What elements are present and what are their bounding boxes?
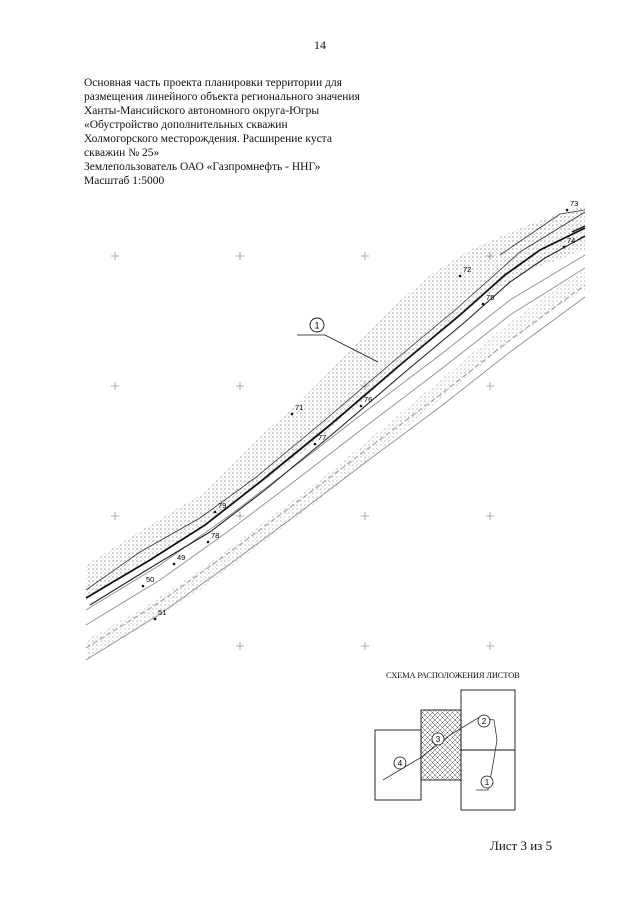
pipeline-line [85,227,586,599]
point-marker [359,404,363,408]
point-label: 79 [218,501,226,510]
point-marker [458,274,462,278]
point-label: 73 [570,199,578,208]
point-label: 71 [295,403,303,412]
heading-line: скважин № 25» [84,147,160,159]
document-heading: Основная часть проекта планировки террит… [84,76,384,188]
terrain-area-upper [86,205,585,600]
callout-label: 1 [314,321,319,331]
road-lines [85,254,586,661]
terrain-area-lower [86,270,585,660]
pipeline-line-second [89,235,586,606]
heading-line: Землепользователь ОАО «Газпромнефть - НН… [84,161,321,173]
boundary-leader [499,209,586,256]
heading-line: размещения линейного объекта регионально… [84,91,360,103]
point-marker [172,562,176,566]
point-marker [481,302,485,306]
heading-line: Основная часть проекта планировки террит… [84,77,342,89]
point-marker [213,510,217,514]
heading-line: Холмогорского месторождения. Расширение … [84,133,332,145]
boundary-line [85,211,586,591]
point-label: 51 [158,608,166,617]
point-label: 49 [177,553,185,562]
point-marker [153,617,157,621]
point-marker [206,540,210,544]
point-markers: 73 74 72 75 71 76 77 79 78 49 50 51 [141,199,578,621]
point-label: 50 [146,575,154,584]
point-marker [562,245,566,249]
scheme-title: СХЕМА РАСПОЛОЖЕНИЯ ЛИСТОВ [386,670,520,680]
point-label: 74 [567,236,575,245]
point-label: 77 [318,433,326,442]
page-number: 14 [314,38,326,52]
scheme-sheet-1 [460,749,516,811]
right-edge [571,225,586,241]
scheme-sheet-3 [420,709,462,781]
point-marker [565,208,569,212]
scheme-label: 4 [398,759,403,768]
point-marker [290,412,294,416]
heading-line: «Обустройство дополнительных скважин [84,119,288,131]
point-marker [313,442,317,446]
point-label: 75 [486,293,494,302]
heading-line: Масштаб 1:5000 [84,175,165,187]
point-marker [141,584,145,588]
callout-marker: 1 [297,317,379,363]
scheme-label: 1 [485,778,490,787]
scheme-label: 2 [482,717,487,726]
sheet-counter: Лист 3 из 5 [490,838,553,853]
point-label: 76 [364,395,372,404]
heading-line: Ханты-Мансийского автономного округа-Югр… [84,105,320,117]
point-label: 78 [211,531,219,540]
point-label: 72 [463,265,471,274]
scheme-label: 3 [436,735,441,744]
